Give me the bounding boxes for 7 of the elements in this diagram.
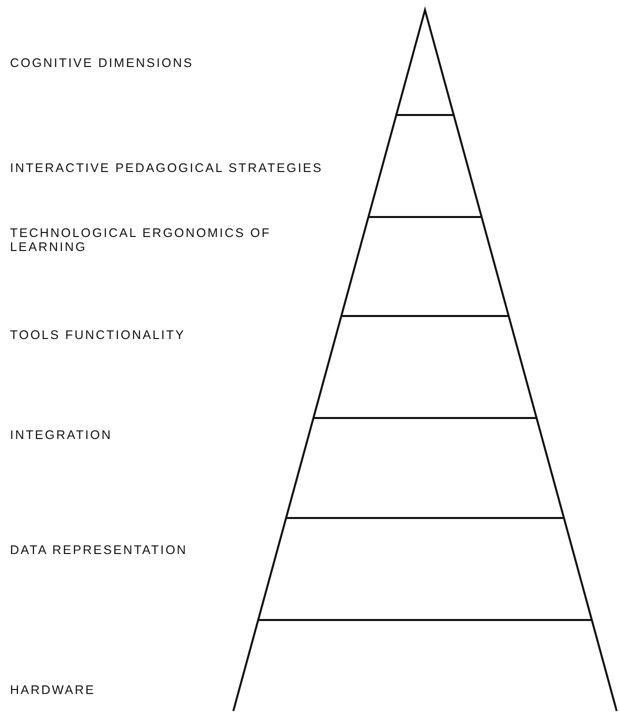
layer-label: DATA REPRESENTATION	[10, 543, 188, 557]
layer-label: TECHNOLOGICAL ERGONOMICS OF LEARNING	[10, 226, 272, 254]
layer-label: COGNITIVE DIMENSIONS	[10, 56, 194, 70]
layer-label: TOOLS FUNCTIONALITY	[10, 328, 186, 342]
layer-label: INTERACTIVE PEDAGOGICAL STRATEGIES	[10, 161, 323, 175]
layer-label: HARDWARE	[10, 683, 96, 697]
layer-label: INTEGRATION	[10, 428, 112, 442]
